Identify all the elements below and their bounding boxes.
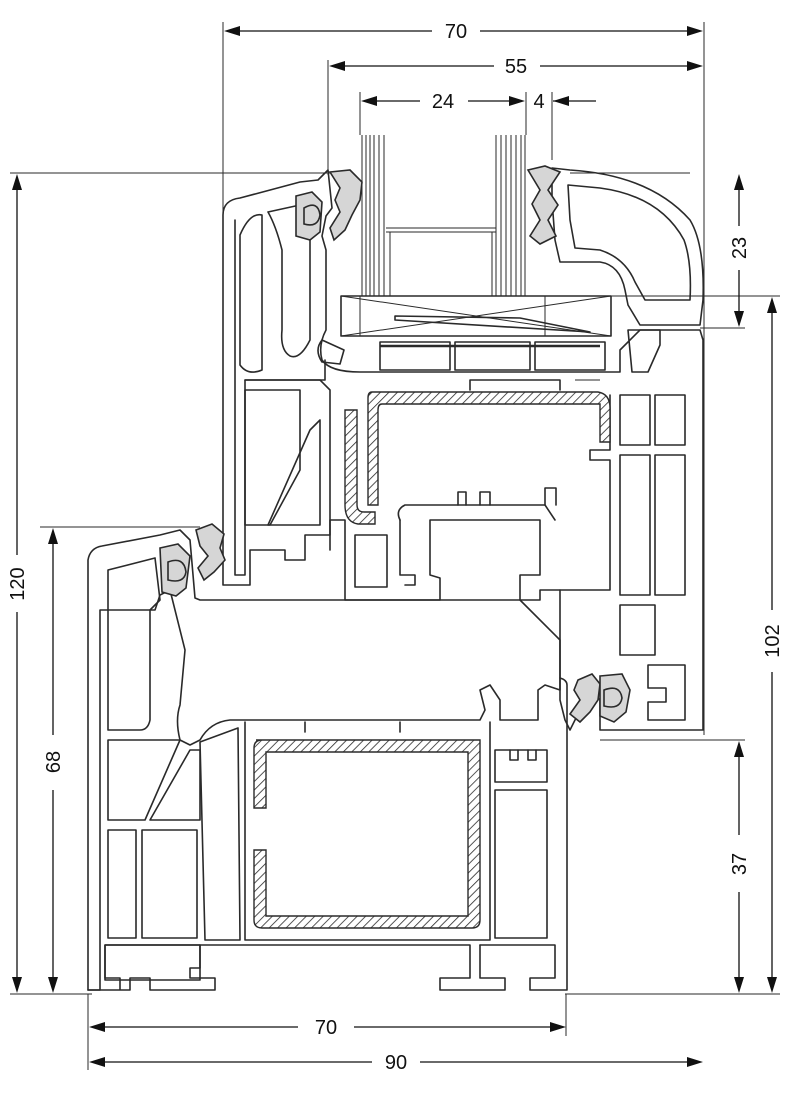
dimension-lines [10,22,780,1070]
dim-glass-thickness-label: 24 [432,91,454,113]
dim-sash-height: 102 [762,297,784,993]
dim-gap: 4 [533,91,596,113]
sash-profile [222,169,704,731]
dim-sash-depth-label: 55 [505,56,527,78]
dim-top-overall: 70 [224,21,703,43]
glazing-bead [551,167,705,373]
dim-overall-depth: 90 [89,1052,703,1074]
dim-glass-thickness: 24 [361,91,525,113]
dim-total-height-label: 120 [7,567,29,600]
frame-profile [87,529,568,991]
dim-sash-height-label: 102 [762,624,784,657]
dim-top-overall-label: 70 [445,21,467,43]
glazing-packer [340,295,705,337]
dim-bead-height: 23 [729,174,751,327]
frame-gaskets [159,523,631,724]
dim-bead-height-label: 23 [729,237,751,259]
dim-overall-depth-label: 90 [385,1052,407,1074]
dim-frame-depth: 70 [89,1017,566,1039]
dim-frame-height-label: 68 [43,751,65,773]
dim-frame-height: 68 [43,528,65,993]
dim-total-height: 120 [7,174,29,993]
glazing-gaskets [295,165,562,365]
dim-bottom-height-label: 37 [729,853,751,875]
glazing-unit [361,135,526,296]
dim-gap-label: 4 [533,91,544,113]
dim-frame-depth-label: 70 [315,1017,337,1039]
dim-bottom-height: 37 [729,741,751,993]
dim-sash-depth: 55 [329,56,703,78]
